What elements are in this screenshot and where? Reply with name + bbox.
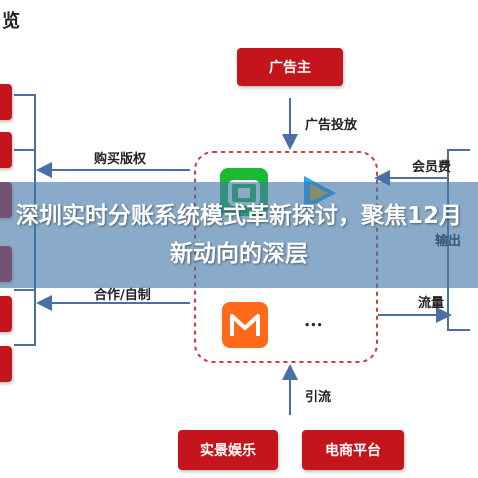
left-node-2: [0, 132, 12, 168]
left-node-5: [0, 296, 12, 332]
label-membership-fee: 会员费: [412, 160, 452, 175]
label-traffic-drain: 引流: [305, 390, 332, 405]
ecommerce-node: 电商平台: [302, 430, 404, 470]
left-node-1: [0, 84, 12, 120]
label-traffic: 流量: [418, 296, 445, 311]
advertiser-node: 广告主: [237, 48, 343, 86]
banner-title: 深圳实时分账系统模式革新探讨，聚焦12月新动向的深层: [15, 203, 462, 267]
mango-tv-icon: [222, 302, 268, 348]
label-cooperation: 合作/自制: [94, 288, 151, 303]
left-node-6: [0, 346, 12, 382]
label-buy-rights: 购买版权: [94, 152, 147, 167]
label-ad-placement: 广告投放: [305, 118, 358, 133]
entertainment-node: 实景娱乐: [178, 430, 278, 470]
corner-title: 览: [2, 11, 21, 32]
title-banner: 深圳实时分账系统模式革新探讨，聚焦12月新动向的深层: [0, 182, 478, 288]
platform-box: [194, 151, 378, 363]
more-platforms-ellipsis: ...: [304, 310, 323, 331]
